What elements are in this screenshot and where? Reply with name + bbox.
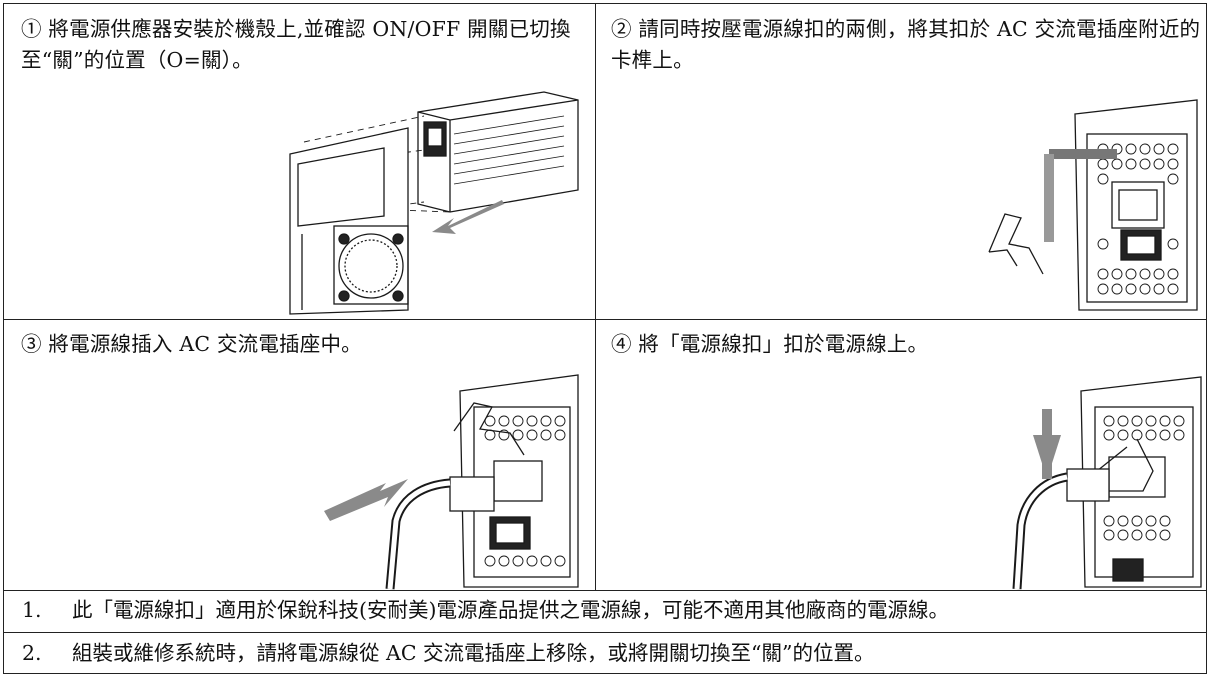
row-divider-1 (3, 319, 1207, 320)
step-1-caption: ① 將電源供應器安裝於機殼上,並確認 ON/OFF 開關已切換至“關”的位置（O… (21, 17, 571, 72)
note-2-text: 組裝或維修系統時，請將電源線從 AC 交流電插座上移除，或將開關切換至“關”的位… (72, 641, 875, 665)
step-3-cell: ③ 將電源線插入 AC 交流電插座中。 (4, 321, 594, 590)
clip-on-cord-illustration (1012, 376, 1202, 590)
note-1-number: 1. (22, 598, 42, 622)
step-3-caption: ③ 將電源線插入 AC 交流電插座中。 (21, 332, 362, 356)
step-4-cell: ④ 將「電源線扣」扣於電源線上。 (597, 321, 1207, 590)
row-divider-2 (3, 590, 1207, 591)
column-divider (595, 3, 596, 590)
step-1-cell: ① 將電源供應器安裝於機殼上,並確認 ON/OFF 開關已切換至“關”的位置（O… (4, 4, 594, 318)
psu-install-illustration (289, 91, 579, 315)
note-1-text: 此「電源線扣」適用於保銳科技(安耐美)電源產品提供之電源線，可能不適用其他廠商的… (72, 598, 949, 622)
note-2-number: 2. (22, 641, 42, 665)
step-2-cell: ② 請同時按壓電源線扣的兩側，將其扣於 AC 交流電插座附近的卡榫上。 (597, 4, 1207, 318)
note-1: 1. 此「電源線扣」適用於保銳科技(安耐美)電源產品提供之電源線，可能不適用其他廠… (22, 595, 949, 625)
row-divider-3 (3, 632, 1207, 633)
clip-attach-illustration (988, 99, 1198, 311)
plug-insert-illustration (324, 374, 579, 590)
outer-frame (3, 3, 1207, 674)
note-2: 2. 組裝或維修系統時，請將電源線從 AC 交流電插座上移除，或將開關切換至“關”… (22, 638, 874, 668)
step-4-caption: ④ 將「電源線扣」扣於電源線上。 (611, 332, 929, 356)
step-2-caption: ② 請同時按壓電源線扣的兩側，將其扣於 AC 交流電插座附近的卡榫上。 (611, 17, 1201, 72)
